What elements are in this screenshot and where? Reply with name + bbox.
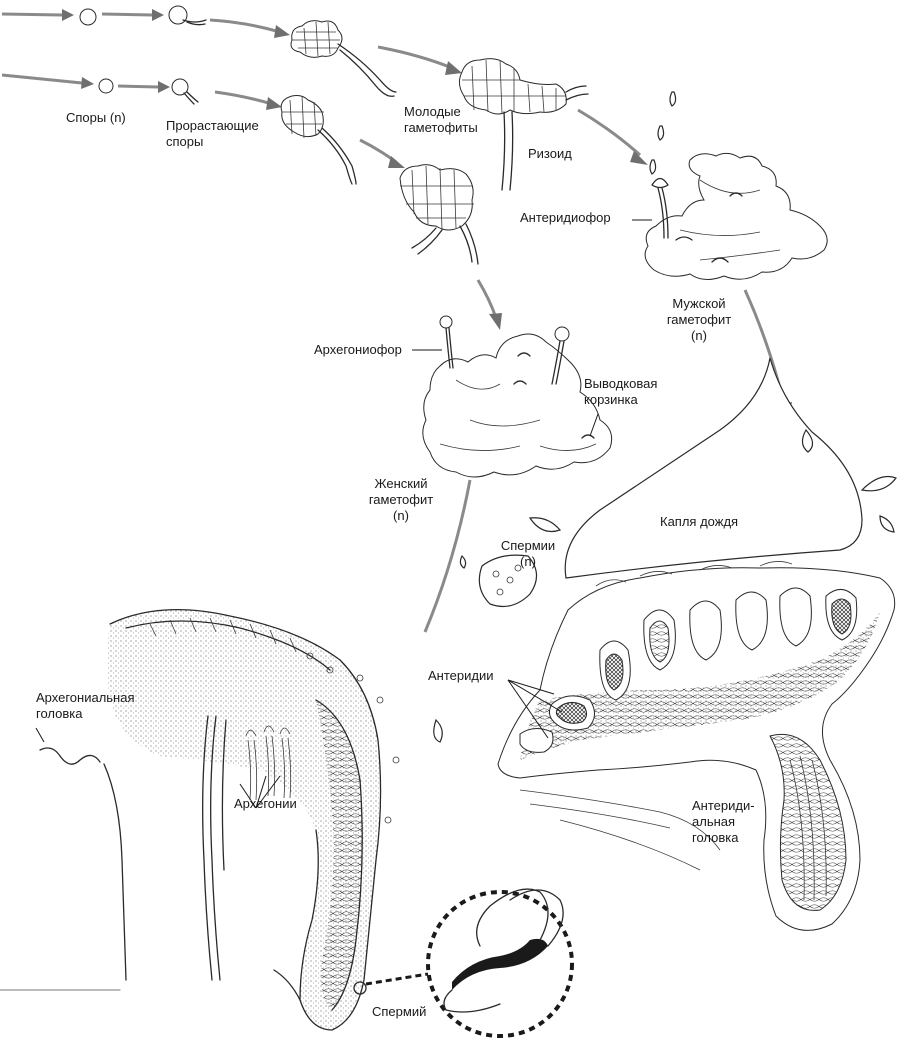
archegonial-head	[0, 608, 400, 1031]
spores-text: Споры	[66, 110, 107, 125]
spores-row-1	[79, 5, 207, 26]
arch-head-line-1: Архегониальная	[36, 690, 135, 705]
archegonia-text: Архегонии	[234, 796, 297, 811]
antheridiophore-text: Антеридиофор	[520, 210, 611, 225]
male-line-1: Мужской	[672, 296, 726, 311]
anth-head-line-1: Антериди-	[692, 798, 755, 813]
anth-head-line-3: головка	[692, 830, 739, 845]
sperm-inset	[365, 888, 574, 1038]
arch-head-line-2: головка	[36, 706, 83, 721]
sperm-text: Спермий	[372, 1004, 427, 1019]
germinating-line-1: Прорастающие	[166, 118, 259, 133]
male-gametophyte	[632, 91, 828, 280]
label-rhizoid: Ризоид	[528, 146, 572, 162]
germinating-line-2: споры	[166, 134, 204, 149]
label-archegoniophore: Архегониофор	[314, 342, 402, 358]
spores-row-2	[98, 78, 199, 105]
label-sperm: Спермий	[372, 1004, 426, 1020]
anth-head-line-2: альная	[692, 814, 736, 829]
raindrop	[433, 357, 897, 743]
young-gametophyte-3	[458, 58, 589, 191]
female-gametophyte	[412, 315, 613, 478]
label-spores: Споры (n)	[66, 110, 126, 126]
young-line-2: гаметофиты	[404, 120, 478, 135]
male-line-2: гаметофит	[666, 312, 732, 327]
label-male-gametophyte: Мужской гаметофит (n)	[652, 296, 746, 344]
label-archegonia: Архегонии	[234, 796, 297, 812]
young-gametophyte-4	[399, 164, 479, 265]
antheridial-head	[497, 561, 896, 931]
antheridia-text: Антеридии	[428, 668, 494, 683]
raindrop-text: Капля дождя	[660, 514, 739, 529]
archegoniophore-text: Архегониофор	[314, 342, 402, 357]
label-sperms: Спермии (n)	[490, 538, 566, 570]
label-female-gametophyte: Женский гаметофит (n)	[354, 476, 448, 524]
label-antheridia: Антеридии	[428, 668, 494, 684]
young-gametophyte-2	[280, 95, 357, 185]
female-line-2: гаметофит	[368, 492, 434, 507]
sperms-text: Спермии	[500, 538, 556, 553]
label-antheridial-head: Антериди- альная головка	[692, 798, 755, 846]
male-ploidy: (n)	[691, 328, 707, 343]
cup-line-2: корзинка	[584, 392, 638, 407]
female-line-1: Женский	[374, 476, 428, 491]
young-gametophyte-1	[290, 20, 397, 97]
label-raindrop: Капля дождя	[660, 514, 738, 530]
label-germinating-spores: Прорастающие споры	[166, 118, 259, 150]
label-gemma-cup: Выводковая корзинка	[584, 376, 657, 408]
female-ploidy: (n)	[393, 508, 409, 523]
sperms-ploidy: (n)	[520, 554, 536, 569]
label-antheridiophore: Антеридиофор	[520, 210, 611, 226]
label-archegonial-head: Архегониальная головка	[36, 690, 135, 722]
spores-ploidy: (n)	[109, 110, 126, 125]
cup-line-1: Выводковая	[584, 376, 658, 391]
young-line-1: Молодые	[404, 104, 461, 119]
rhizoid-text: Ризоид	[528, 146, 572, 161]
label-young-gametophytes: Молодые гаметофиты	[404, 104, 478, 136]
